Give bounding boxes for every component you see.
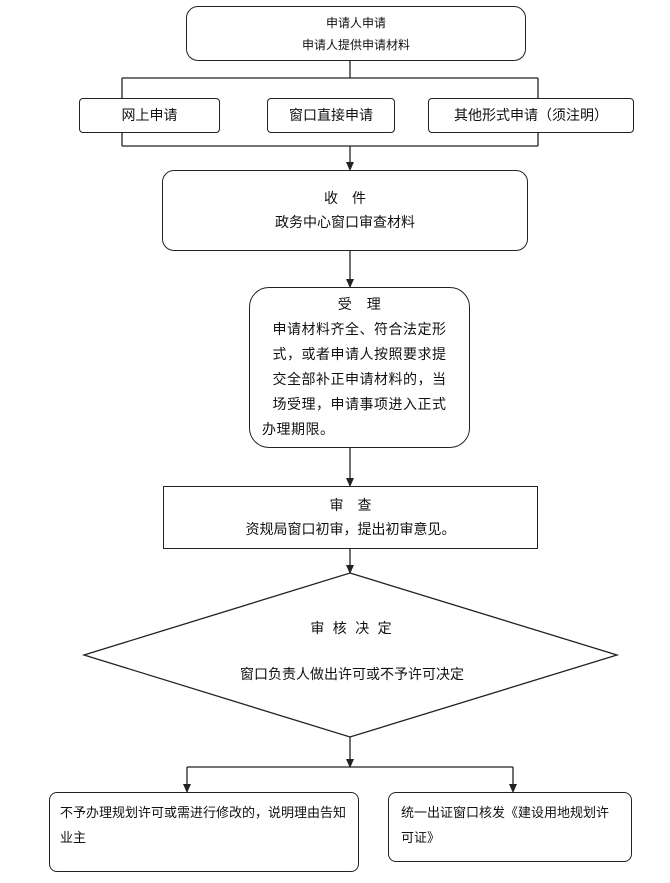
method-window-label: 窗口直接申请 <box>289 107 373 124</box>
decision-text: 窗口负责人做出许可或不予许可决定 <box>240 667 464 683</box>
receive-title: 收 件 <box>324 190 366 207</box>
review-title: 审 查 <box>329 497 372 514</box>
grant-box: 统一出证窗口核发《建设用地规划许可证》 <box>388 792 632 862</box>
accept-line: 式，或者申请人按照要求提 <box>272 346 447 363</box>
review-box: 审 查 资规局窗口初审，提出初审意见。 <box>163 486 538 549</box>
accept-line: 申请材料齐全、符合法定形 <box>272 321 447 338</box>
decision-diamond <box>81 572 620 738</box>
grant-text: 统一出证窗口核发《建设用地规划许可证》 <box>401 806 610 846</box>
deny-text: 不予办理规划许可或需进行修改的，说明理由告知业主 <box>60 806 347 846</box>
apply-subtitle: 申请人提供申请材料 <box>301 37 410 52</box>
method-window-box: 窗口直接申请 <box>267 98 395 133</box>
accept-line: 交全部补正申请材料的，当 <box>272 371 447 388</box>
method-other-label: 其他形式申请（须注明） <box>454 107 608 124</box>
method-online-box: 网上申请 <box>79 98 220 133</box>
deny-box: 不予办理规划许可或需进行修改的，说明理由告知业主 <box>49 792 359 872</box>
receive-box: 收 件 政务中心窗口审查材料 <box>162 170 528 251</box>
accept-box: 受 理 申请材料齐全、符合法定形 式，或者申请人按照要求提 交全部补正申请材料的… <box>249 287 470 448</box>
method-other-box: 其他形式申请（须注明） <box>428 98 634 133</box>
apply-title: 申请人申请 <box>325 15 386 30</box>
accept-line: 场受理，申请事项进入正式 <box>272 396 447 413</box>
accept-title: 受 理 <box>337 296 382 313</box>
apply-box: 申请人申请 申请人提供申请材料 <box>186 6 526 61</box>
receive-text: 政务中心窗口审查材料 <box>275 214 415 231</box>
accept-line: 办理期限。 <box>262 421 335 438</box>
method-online-label: 网上申请 <box>121 107 178 124</box>
decision-title: 审 核 决 定 <box>310 621 394 637</box>
review-text: 资规局窗口初审，提出初审意见。 <box>245 521 456 538</box>
